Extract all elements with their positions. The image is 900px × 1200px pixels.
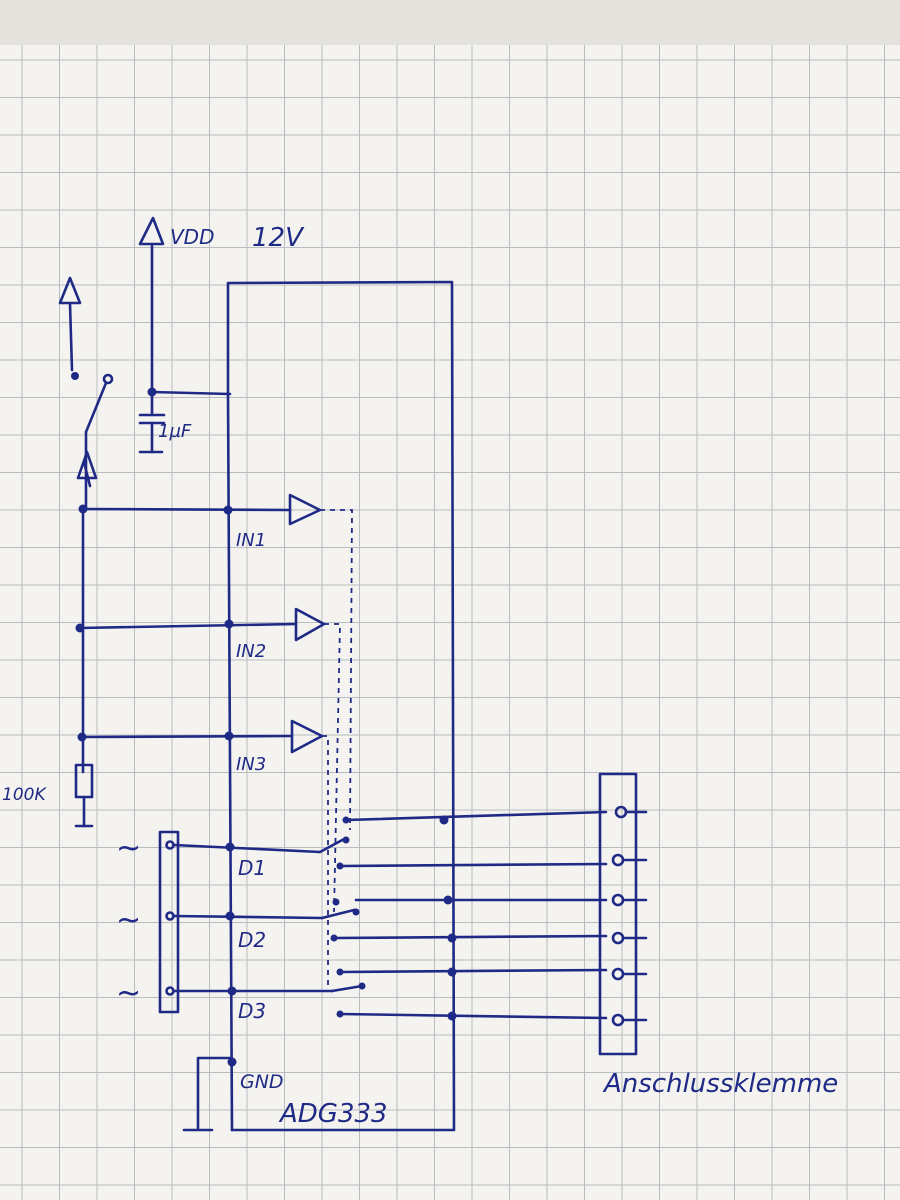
source-symbol-3: ~ <box>116 976 141 1011</box>
source-strip <box>158 830 180 1014</box>
chip-name-label: ADG333 <box>278 1099 388 1129</box>
switch-contacts <box>318 816 366 1018</box>
decoupling-capacitor <box>138 387 232 454</box>
input-label-3: IN3 <box>236 754 266 775</box>
graph-paper-grid <box>0 45 900 1200</box>
supply-voltage-label: 12V <box>252 223 305 253</box>
vdd-supply-symbol <box>138 216 165 394</box>
control-linkages <box>320 509 353 990</box>
input-label-2: IN2 <box>236 641 266 662</box>
ac-source-symbols: ~ ~ ~ <box>116 831 141 1011</box>
pulldown-resistor <box>74 763 94 828</box>
drain-label-1: D1 <box>238 856 266 880</box>
switch-supply-symbol <box>58 276 82 380</box>
output-lines <box>332 810 608 1021</box>
drain-lines <box>165 840 334 996</box>
terminal-label: Anschlussklemme <box>602 1069 838 1099</box>
resistor-value-label: 100K <box>2 785 47 805</box>
source-symbol-1: ~ <box>116 831 141 866</box>
terminal-block <box>598 772 648 1056</box>
drain-label-3: D3 <box>238 999 266 1023</box>
pushbutton-switch <box>76 373 114 512</box>
ground-connection <box>182 1056 237 1132</box>
source-symbol-2: ~ <box>116 903 141 938</box>
input-label-1: IN1 <box>236 530 266 551</box>
chip-outline <box>226 280 456 1132</box>
input-lines <box>75 493 326 754</box>
ground-label: GND <box>240 1071 284 1093</box>
drain-label-2: D2 <box>238 928 266 952</box>
vdd-label: VDD <box>170 225 214 249</box>
capacitor-value-label: 1µF <box>158 421 192 442</box>
